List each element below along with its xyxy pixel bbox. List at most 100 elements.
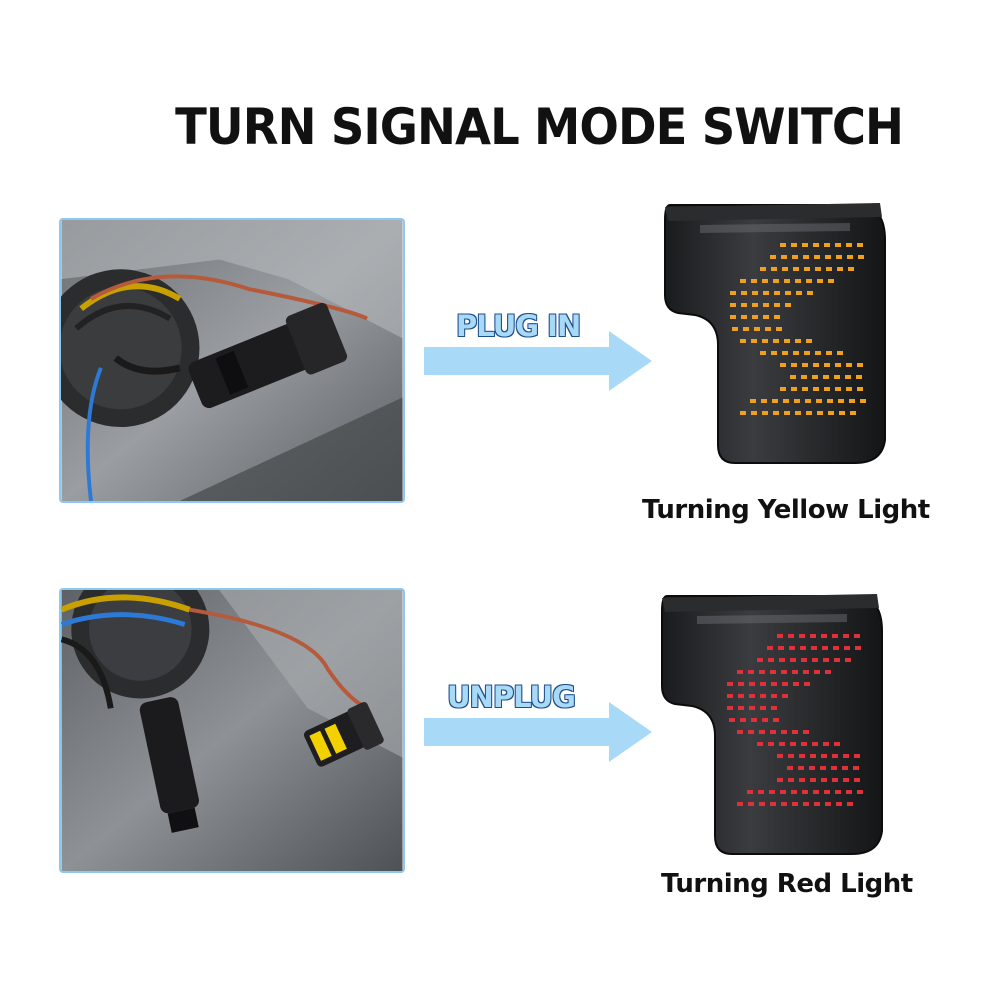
led-segment xyxy=(730,291,736,295)
led-segment xyxy=(821,754,827,758)
led-segment xyxy=(821,634,827,638)
led-segment xyxy=(795,279,801,283)
led-segment xyxy=(814,670,820,674)
led-segment xyxy=(813,243,819,247)
led-segment xyxy=(729,718,735,722)
unplug-label: UNPLUG xyxy=(446,679,576,715)
led-segment xyxy=(769,790,775,794)
led-segment xyxy=(751,339,757,343)
led-segment xyxy=(770,802,776,806)
led-segment xyxy=(768,658,774,662)
led-segment xyxy=(804,351,810,355)
led-segment xyxy=(838,399,844,403)
led-segment xyxy=(748,670,754,674)
led-segment xyxy=(824,790,830,794)
led-segment xyxy=(778,646,784,650)
led-segment xyxy=(815,351,821,355)
led-segment xyxy=(796,291,802,295)
led-segment xyxy=(804,682,810,686)
led-segment xyxy=(817,411,823,415)
led-segment xyxy=(788,634,794,638)
led-segment xyxy=(737,730,743,734)
led-segment xyxy=(812,375,818,379)
led-segment xyxy=(759,670,765,674)
led-segment xyxy=(835,387,841,391)
led-segment xyxy=(845,658,851,662)
led-segment xyxy=(727,682,733,686)
led-segment xyxy=(782,267,788,271)
led-segment xyxy=(832,634,838,638)
led-segment xyxy=(849,399,855,403)
led-segment xyxy=(784,411,790,415)
lamp-mount-tab xyxy=(665,203,882,221)
led-segment xyxy=(791,387,797,391)
led-segment xyxy=(816,399,822,403)
led-segment xyxy=(858,255,864,259)
led-segment xyxy=(792,730,798,734)
led-segment xyxy=(810,778,816,782)
led-segment xyxy=(809,766,815,770)
led-segment xyxy=(794,399,800,403)
led-segment xyxy=(757,658,763,662)
led-segment xyxy=(798,766,804,770)
led-segment xyxy=(751,279,757,283)
wiring-photo-unplugged xyxy=(59,588,405,873)
led-segment xyxy=(810,754,816,758)
led-segment xyxy=(814,802,820,806)
caption-yellow-light: Turning Yellow Light xyxy=(642,495,930,525)
led-segment xyxy=(801,742,807,746)
led-segment xyxy=(781,255,787,259)
led-segment xyxy=(811,646,817,650)
led-segment xyxy=(823,658,829,662)
led-segment xyxy=(732,327,738,331)
led-segment xyxy=(846,387,852,391)
led-segment xyxy=(820,766,826,770)
led-segment xyxy=(760,267,766,271)
led-segment xyxy=(839,411,845,415)
led-segment xyxy=(787,766,793,770)
led-segment xyxy=(817,279,823,283)
led-segment xyxy=(757,742,763,746)
led-segment xyxy=(762,339,768,343)
led-segment xyxy=(810,634,816,638)
led-segment xyxy=(773,339,779,343)
led-segment xyxy=(782,351,788,355)
led-segment xyxy=(854,778,860,782)
led-segment xyxy=(774,291,780,295)
led-segment xyxy=(857,790,863,794)
led-segment xyxy=(792,255,798,259)
led-segment xyxy=(802,363,808,367)
led-segment xyxy=(836,255,842,259)
led-segment xyxy=(760,682,766,686)
led-segment xyxy=(795,411,801,415)
led-segment xyxy=(781,802,787,806)
led-segment xyxy=(738,706,744,710)
led-segment xyxy=(777,634,783,638)
led-segment xyxy=(748,802,754,806)
led-segment xyxy=(802,790,808,794)
led-segment xyxy=(740,279,746,283)
led-segment xyxy=(780,387,786,391)
tail-lamp-red xyxy=(657,586,887,861)
led-segment xyxy=(762,411,768,415)
led-segment xyxy=(835,243,841,247)
led-segment xyxy=(780,243,786,247)
led-segment xyxy=(741,291,747,295)
led-segment xyxy=(795,339,801,343)
led-segment xyxy=(837,351,843,355)
led-segment xyxy=(771,682,777,686)
led-segment xyxy=(774,315,780,319)
led-segment xyxy=(802,243,808,247)
led-segment xyxy=(773,718,779,722)
led-segment xyxy=(777,754,783,758)
led-segment xyxy=(822,646,828,650)
led-segment xyxy=(824,243,830,247)
led-segment xyxy=(779,742,785,746)
led-segment xyxy=(752,303,758,307)
led-segment xyxy=(821,778,827,782)
led-segment xyxy=(752,315,758,319)
led-segment xyxy=(804,267,810,271)
led-segment xyxy=(730,315,736,319)
led-segment xyxy=(772,399,778,403)
led-segment xyxy=(803,730,809,734)
